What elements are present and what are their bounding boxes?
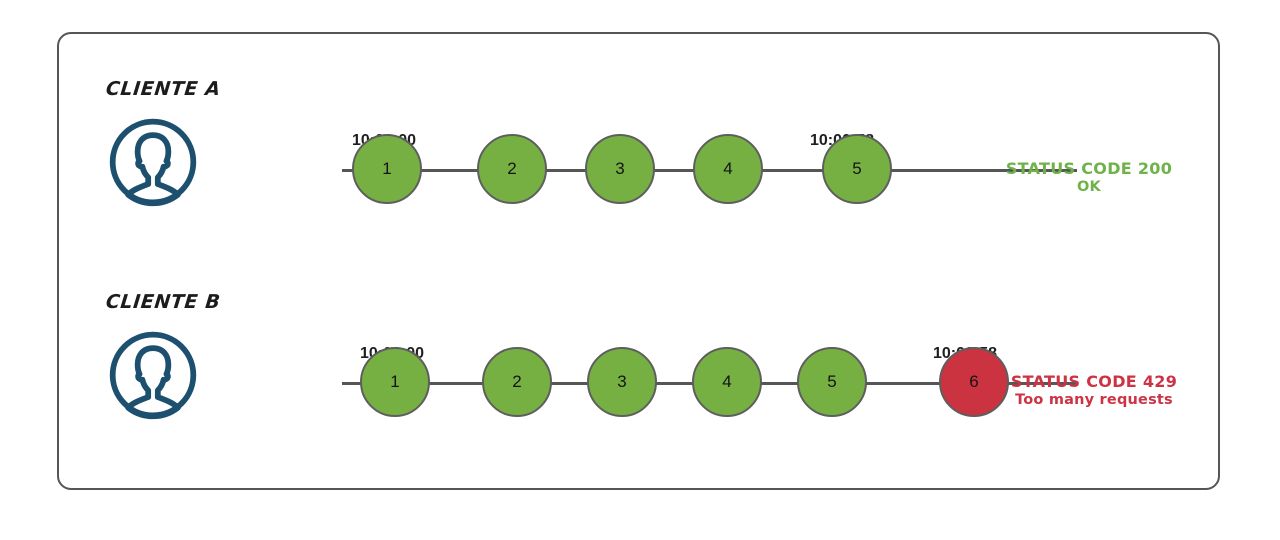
client-label-a: CLIENTE A [104,78,222,100]
status-message-b: Too many requests [1015,391,1173,408]
request-node-a-2[interactable]: 2 [477,134,547,204]
user-avatar-icon-a [105,114,201,210]
request-node-a-3[interactable]: 3 [585,134,655,204]
status-code-a: STATUS CODE 200 [1005,159,1173,178]
request-node-a-1[interactable]: 1 [352,134,422,204]
status-message-a: OK [1077,178,1101,195]
status-badge-a: STATUS CODE 200 OK [974,159,1204,196]
client-label-b: CLIENTE B [104,291,222,313]
request-node-b-1[interactable]: 1 [360,347,430,417]
user-avatar-icon-b [105,327,201,423]
request-node-b-5[interactable]: 5 [797,347,867,417]
request-node-b-3[interactable]: 3 [587,347,657,417]
request-node-a-5[interactable]: 5 [822,134,892,204]
request-node-b-6[interactable]: 6 [939,347,1009,417]
status-code-b: STATUS CODE 429 [1010,372,1178,391]
status-badge-b: STATUS CODE 429 Too many requests [974,372,1214,409]
request-node-b-2[interactable]: 2 [482,347,552,417]
request-node-a-4[interactable]: 4 [693,134,763,204]
request-node-b-4[interactable]: 4 [692,347,762,417]
diagram-card: CLIENTE A 10:00:00 10:00:58 1 2 3 4 5 [57,32,1220,490]
